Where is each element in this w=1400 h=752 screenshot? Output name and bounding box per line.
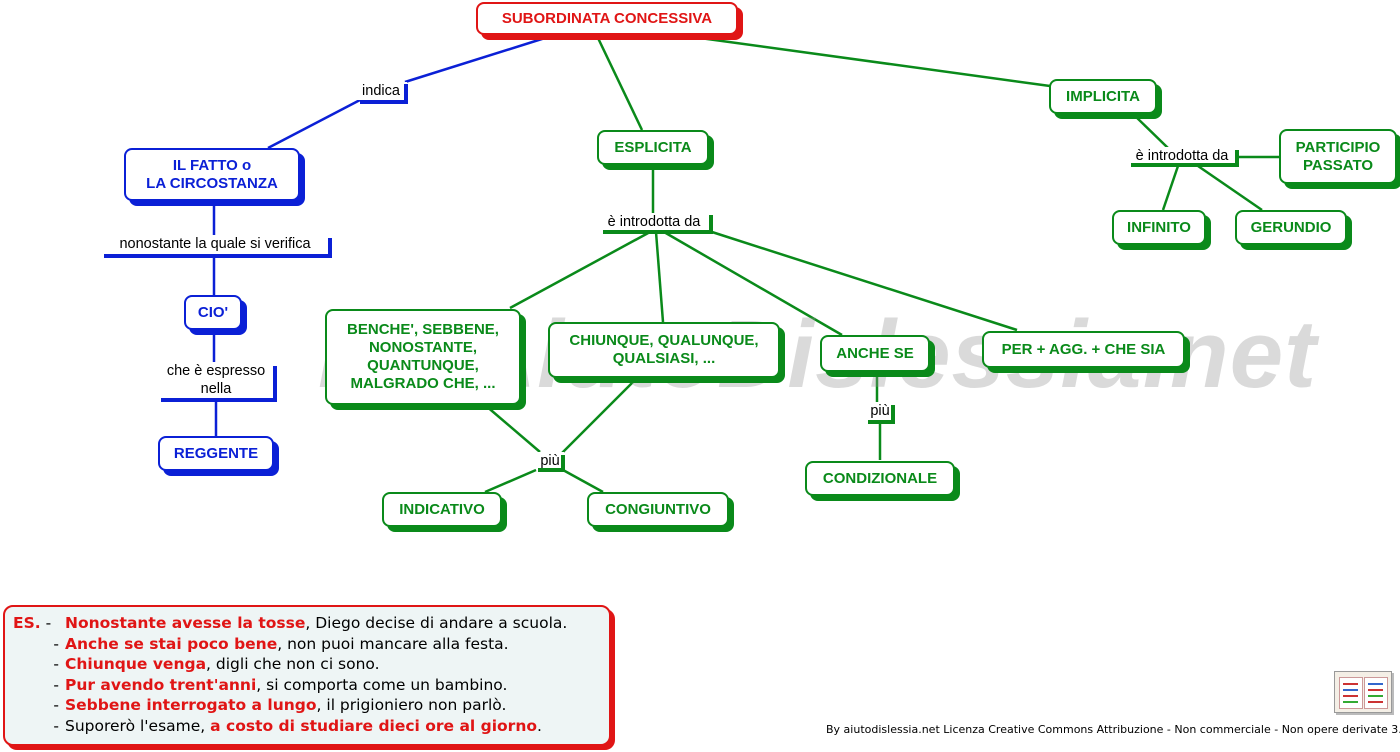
example-line: -Chiunque venga, digli che non ci sono. (53, 655, 380, 673)
label-underline (603, 230, 713, 234)
example-text: , Diego decise di andare a scuola. (305, 614, 568, 632)
label-underline (161, 398, 277, 402)
label-underline (538, 468, 565, 472)
label-piu-condizionale: più (866, 402, 894, 420)
label-underline (104, 254, 332, 258)
label-tick (273, 366, 277, 402)
label-tick (328, 238, 332, 258)
label-underline (360, 100, 408, 104)
logo-page (1364, 677, 1388, 709)
example-line: -Suporerò l'esame, a costo di studiare d… (53, 716, 542, 735)
node-cio: CIO' (184, 295, 242, 330)
example-highlight: Anche se stai poco bene (65, 634, 278, 653)
node-fatto-circostanza: IL FATTO o LA CIRCOSTANZA (124, 148, 300, 201)
example-line: -Pur avendo trent'anni, si comporta come… (53, 675, 508, 694)
license-credit: By aiutodislessia.net Licenza Creative C… (826, 723, 1400, 736)
label-piu-modes: più (536, 452, 564, 470)
example-highlight: a costo di studiare dieci ore al giorno (210, 716, 538, 735)
node-congiuntivo: CONGIUNTIVO (587, 492, 729, 527)
book-logo-icon (1334, 671, 1392, 713)
example-line: -Anche se stai poco bene, non puoi manca… (53, 634, 509, 653)
example-highlight: Sebbene interrogato a lungo (65, 696, 317, 714)
node-condizionale: CONDIZIONALE (805, 461, 955, 496)
label-tick (891, 405, 895, 424)
label-nonostante: nonostante la quale si verifica (100, 235, 330, 253)
example-highlight: Nonostante avesse la tosse (65, 614, 306, 632)
label-tick (404, 84, 408, 104)
label-indica: indica (355, 82, 407, 100)
node-indicativo: INDICATIVO (382, 492, 502, 527)
example-text-end: . (537, 716, 542, 735)
label-tick (1235, 150, 1239, 167)
node-esplicita: ESPLICITA (597, 130, 709, 165)
node-participio-passato: PARTICIPIO PASSATO (1279, 129, 1397, 184)
example-highlight: Pur avendo trent'anni (65, 675, 257, 694)
label-espresso: che è espresso nella (155, 362, 277, 398)
logo-page (1339, 677, 1363, 709)
example-text: , il prigioniero non parlò. (316, 696, 507, 714)
node-infinito: INFINITO (1112, 210, 1206, 245)
examples-box: ES. - Nonostante avesse la tosse, Diego … (3, 605, 611, 746)
node-reggente: REGGENTE (158, 436, 274, 471)
example-line: ES. - Nonostante avesse la tosse, Diego … (13, 614, 568, 632)
label-underline (1131, 163, 1239, 167)
label-introdotta-implicita: è introdotta da (1125, 147, 1239, 165)
example-text: , si comporta come un bambino. (256, 675, 508, 694)
node-benche-sebbene: BENCHE', SEBBENE, NONOSTANTE, QUANTUNQUE… (325, 309, 521, 405)
node-anche-se: ANCHE SE (820, 335, 930, 372)
examples-prefix: ES. (13, 614, 41, 632)
example-text: , non puoi mancare alla festa. (277, 634, 509, 653)
node-chiunque-qualunque: CHIUNQUE, QUALUNQUE, QUALSIASI, ... (548, 322, 780, 378)
label-tick (709, 215, 713, 234)
example-text: , digli che non ci sono. (206, 655, 380, 673)
label-introdotta-esplicita: è introdotta da (597, 213, 711, 231)
label-underline (868, 420, 895, 424)
title-node: SUBORDINATA CONCESSIVA (476, 2, 738, 35)
node-per-agg-che-sia: PER + AGG. + CHE SIA (982, 331, 1185, 368)
example-highlight: Chiunque venga (65, 655, 207, 673)
node-implicita: IMPLICITA (1049, 79, 1157, 114)
label-tick (561, 455, 565, 472)
node-gerundio: GERUNDIO (1235, 210, 1347, 245)
example-text: Suporerò l'esame, (65, 716, 211, 735)
example-line: -Sebbene interrogato a lungo, il prigion… (53, 696, 507, 714)
